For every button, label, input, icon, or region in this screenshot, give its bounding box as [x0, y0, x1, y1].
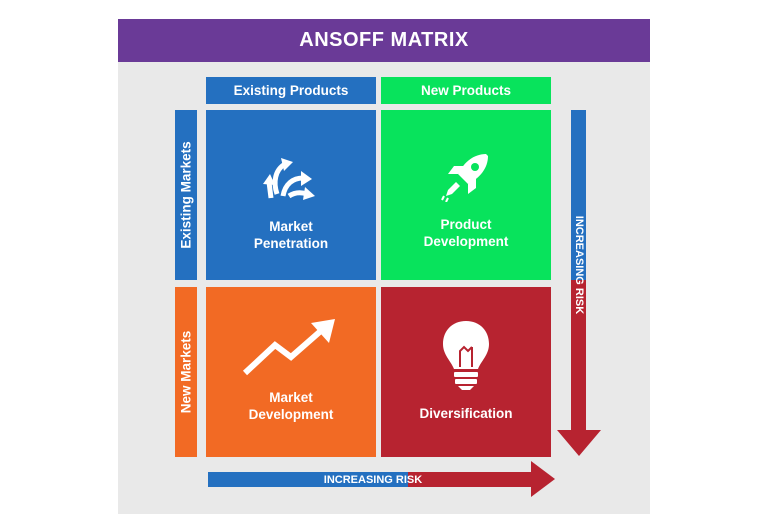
- vertical-risk-label: INCREASING RISK: [572, 215, 585, 315]
- row-header-new-markets: New Markets: [175, 287, 197, 457]
- quadrant-label-line2: Penetration: [253, 236, 329, 251]
- quadrant-label-line1: Market: [269, 219, 313, 234]
- quadrant-label-line1: Product: [440, 217, 492, 232]
- horizontal-risk-label: INCREASING RISK: [323, 473, 423, 486]
- quadrant-label-line1: Diversification: [419, 406, 513, 421]
- page-title: ANSOFF MATRIX: [118, 19, 650, 62]
- rocket-icon: [381, 150, 551, 202]
- vertical-risk-label-wrap: INCREASING RISK: [571, 110, 586, 420]
- column-header-existing-products: Existing Products: [206, 77, 376, 104]
- lightbulb-icon: [381, 319, 551, 391]
- quadrant-diversification: Diversification: [381, 287, 551, 457]
- horizontal-risk-arrow: [208, 461, 555, 497]
- quadrant-label-line1: Market: [269, 390, 313, 405]
- quadrant-label-line2: Development: [248, 407, 334, 422]
- quadrant-market-development: Market Development: [206, 287, 376, 457]
- column-header-new-products: New Products: [381, 77, 551, 104]
- row-header-label: New Markets: [178, 330, 194, 414]
- row-header-label: Existing Markets: [178, 141, 194, 249]
- trend-up-icon: [206, 317, 376, 377]
- vertical-risk-arrow: [557, 110, 601, 456]
- quadrant-product-development: Product Development: [381, 110, 551, 280]
- row-header-existing-markets: Existing Markets: [175, 110, 197, 280]
- quadrant-market-penetration: Market Penetration: [206, 110, 376, 280]
- arrows-icon: [206, 152, 376, 202]
- quadrant-label-line2: Development: [423, 234, 509, 249]
